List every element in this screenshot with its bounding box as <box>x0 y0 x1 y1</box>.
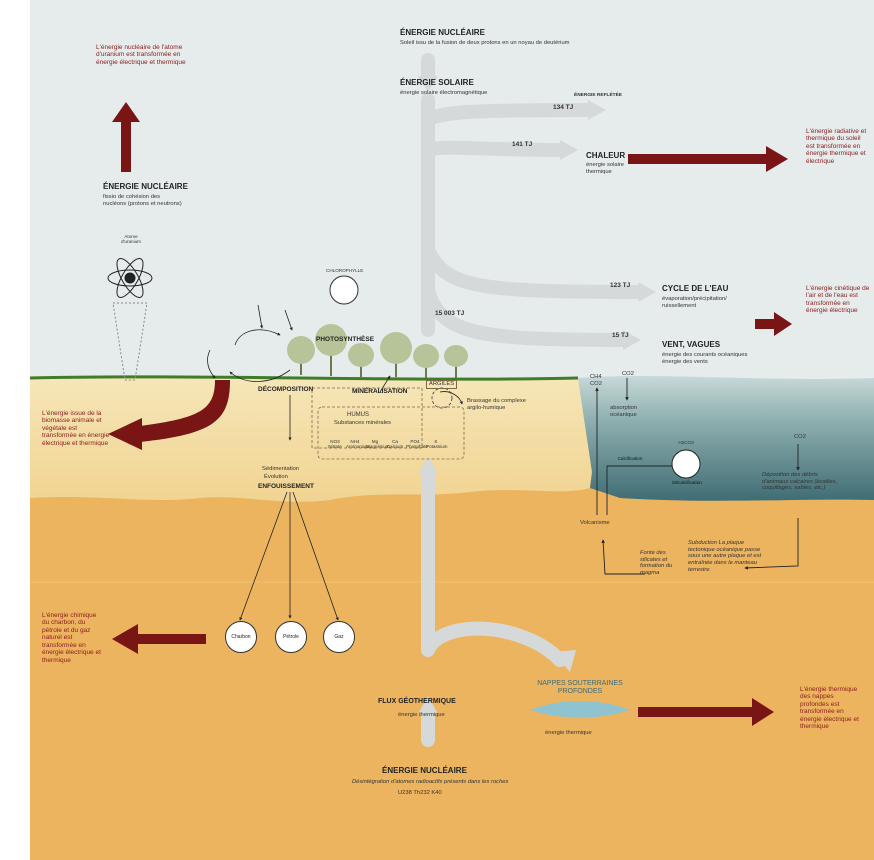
coal-label: Charbon <box>231 634 251 640</box>
mineral-phosphate: PO4 Phosphate <box>406 439 428 450</box>
volcanisme-label: Volcanisme <box>580 520 610 526</box>
water-title: CYCLE DE L'EAU <box>662 284 729 293</box>
argiles-box <box>317 406 465 460</box>
mineral-calcium: Ca Calcium <box>386 439 404 450</box>
complexe-label: Brassage du complexe argilo-humique <box>467 398 526 411</box>
uranium-atom <box>107 258 153 381</box>
solar-total-pct: 15 003 TJ <box>435 310 465 317</box>
ocean-cycle-lines <box>595 378 800 575</box>
left-nuclear-desc: fissio de cohésion des nucléons (protons… <box>103 194 182 207</box>
chlorophyll-label: CHLOROPHYLLE <box>326 268 364 273</box>
solar-title: ÉNERGIE SOLAIRE <box>400 78 474 87</box>
humus-title: HUMUS <box>347 412 369 418</box>
carbonate-molecule <box>671 449 701 479</box>
left-nuclear-conversion: L'énergie nucléaire de l'atome d'uranium… <box>96 44 186 66</box>
fossil-conversion: L'énergie chimique du charbon, du pétrol… <box>42 612 101 664</box>
mineral-magnesium: Mg Magnésium <box>366 439 390 450</box>
sediment-line1: Sédimentation <box>262 466 300 472</box>
sediment-line2: Évolution <box>264 474 288 480</box>
ocean-absorption: absorption océanique <box>610 405 638 418</box>
reflected-pct: 134 TJ <box>553 104 574 111</box>
left-nuclear-title: ÉNERGIE NUCLÉAIRE <box>103 182 188 191</box>
conversion-arrows <box>108 102 792 726</box>
aquifer-lens <box>530 701 630 718</box>
geothermal-title: FLUX GÉOTHERMIQUE <box>378 698 456 705</box>
photosynthesis-label: PHOTOSYNTHÈSE <box>316 336 375 343</box>
wind-pct: 15 TJ <box>612 332 629 339</box>
humus-box <box>311 387 423 449</box>
ocean-co2-deep: CO2 <box>794 434 806 440</box>
bottom-nuclear-desc: Désintégration d'atomes radioactifs prés… <box>352 779 509 785</box>
ocean-gas-co2: CO2 <box>590 381 602 387</box>
bottom-nuclear-title: ÉNERGIE NUCLÉAIRE <box>382 766 467 775</box>
heat-desc: énergie solaire thermique <box>586 162 625 175</box>
top-nuclear-title: ÉNERGIE NUCLÉAIRE <box>400 28 485 37</box>
heat-title: CHALEUR <box>586 151 626 160</box>
mineral-ammonium: NH4 Ammonium <box>346 439 370 450</box>
nappes-desc: énergie thermique <box>545 730 592 736</box>
bottom-nuclear-isotopes: U238 Th232 K40 <box>398 790 442 796</box>
humus-sub: Substances minérales <box>334 420 392 426</box>
mineralisation-label: MINÉRALISATION <box>352 388 408 395</box>
decalcification-label: Décalcification <box>672 480 702 485</box>
water-pct: 123 TJ <box>610 282 631 289</box>
heat-conversion: L'énergie radiative et thermique du sole… <box>806 128 867 165</box>
nappes-conversion: L'énergie thermique des nappes profondes… <box>800 686 859 731</box>
ocean-deposit: Déposition des débris d'animaux calcaire… <box>762 472 838 492</box>
ocean-gas-ch4: CH4 <box>590 374 602 380</box>
mineral-nitrate: NO3 Nitrate <box>328 439 342 450</box>
coal-circle: Charbon <box>225 621 257 653</box>
topsoil-layer <box>30 375 592 502</box>
nappes-title: NAPPES SOUTERRAINES PROFONDES <box>537 680 623 696</box>
chlorophyll-molecule <box>329 275 359 305</box>
burial-lines <box>239 491 339 621</box>
mineral-potassium: K Potassium <box>426 439 448 450</box>
trees <box>287 324 468 378</box>
heat-pct: 141 TJ <box>512 141 533 148</box>
subduction-label: Subduction La plaque tectonique océaniqu… <box>688 540 762 573</box>
top-nuclear-desc: Soleil issu de la fusion de deux protons… <box>400 40 570 46</box>
geothermal-desc: énergie thermique <box>398 712 445 718</box>
decomposition-label: DÉCOMPOSITION <box>258 386 314 393</box>
wind-title: VENT, VAGUES <box>662 340 721 349</box>
water-conversion: L'énergie cinétique de l'air et de l'eau… <box>806 285 870 315</box>
gas-label: Gaz <box>334 634 344 640</box>
ocean-layer <box>578 376 874 501</box>
sediment-title: ENFOUISSEMENT <box>258 483 314 490</box>
biomass-conversion: L'énergie issue de la biomasse animale e… <box>42 410 110 447</box>
atom-label: Atome d'uranium <box>120 234 142 245</box>
reflected-label: ÉNERGIE REFLÉTÉE <box>574 93 622 98</box>
oil-circle: Pétrole <box>275 621 307 653</box>
fonte-label: Fonte des silicates et formation du magm… <box>640 550 673 576</box>
gas-circle: Gaz <box>323 621 355 653</box>
water-desc: évaporation/précipitation/ ruissellement <box>662 296 727 309</box>
carbonate-label: H2CO3 <box>678 440 694 445</box>
wind-desc: énergie des courants océaniques énergie … <box>662 352 748 365</box>
solar-flow-arrows <box>421 53 647 747</box>
oil-label: Pétrole <box>283 634 299 640</box>
calcification-label: Calcification <box>617 456 643 461</box>
ocean-co2-top: CO2 <box>622 371 634 377</box>
argiles-label: ARGILES <box>426 380 458 389</box>
nutrient-cycle-arrows <box>207 304 463 441</box>
solar-flow-arrowheads <box>418 76 656 714</box>
solar-desc: énergie solaire électromagnétique <box>400 90 488 96</box>
grass-line <box>29 375 579 381</box>
